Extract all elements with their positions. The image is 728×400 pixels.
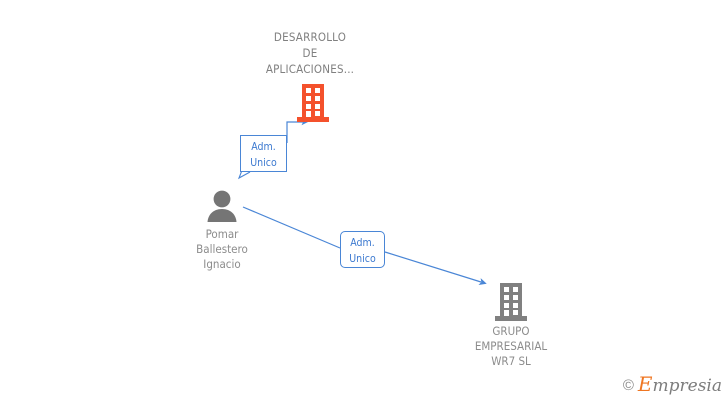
relation-label-2-line-2: Unico bbox=[349, 253, 376, 265]
relation-label-1-line-1: Adm. bbox=[251, 141, 276, 153]
bottom-company-label-line-1: GRUPO bbox=[492, 324, 530, 338]
relation-label-adm-unico-2[interactable]: Adm. Unico bbox=[340, 231, 385, 268]
building-icon[interactable] bbox=[495, 283, 527, 321]
watermark: © Empresia bbox=[622, 372, 723, 396]
person-icon[interactable] bbox=[205, 190, 239, 222]
connector-relation2-to-bottom-company bbox=[384, 251, 487, 285]
copyright-icon: © bbox=[622, 376, 634, 394]
person-label-line-2: Ballestero bbox=[196, 242, 248, 256]
person-label-line-3: Ignacio bbox=[203, 257, 241, 271]
top-company-label-line-3: APLICACIONES... bbox=[265, 62, 355, 76]
top-company-label: DESARROLLO DE APLICACIONES... bbox=[230, 29, 390, 77]
brand-logo: Empresia bbox=[637, 372, 723, 396]
relation-label-1-line-2: Unico bbox=[250, 157, 277, 169]
building-icon[interactable] bbox=[297, 84, 329, 122]
top-company-label-line-2: DE bbox=[302, 46, 318, 60]
relation-label-adm-unico-1[interactable]: Adm. Unico bbox=[240, 135, 287, 172]
connector-person-to-top-company bbox=[286, 118, 308, 143]
bottom-company-label-line-3: WR7 SL bbox=[491, 354, 531, 368]
bottom-company-label-line-2: EMPRESARIAL bbox=[474, 339, 548, 353]
person-label: Pomar Ballestero Ignacio bbox=[162, 227, 282, 272]
top-company-label-line-1: DESARROLLO bbox=[273, 30, 347, 44]
relation-label-2-line-1: Adm. bbox=[350, 237, 375, 249]
brand-logo-rest: mpresia bbox=[652, 376, 723, 396]
brand-logo-capital: E bbox=[637, 372, 653, 396]
person-label-line-1: Pomar bbox=[205, 227, 239, 241]
bottom-company-label: GRUPO EMPRESARIAL WR7 SL bbox=[451, 324, 571, 369]
